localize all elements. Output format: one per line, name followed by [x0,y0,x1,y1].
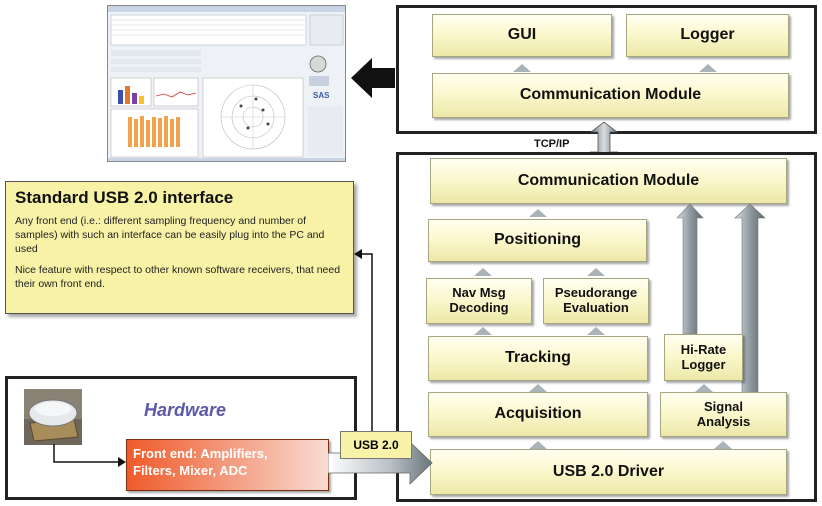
front-end-box: Front end: Amplifiers, Filters, Mixer, A… [126,439,329,491]
nav-msg-decoding-box: Nav Msg Decoding [426,278,532,324]
receiver-comm-module-box: Communication Module [430,158,787,204]
gui-screenshot: SAS [107,5,346,162]
arrow-icon [529,384,547,392]
tcpip-label: TCP/IP [534,138,570,150]
signal-analysis-line-2: Analysis [696,413,751,429]
receiver-comm-module-label: Communication Module [517,171,700,189]
arrow-icon [474,327,492,335]
usb-driver-box: USB 2.0 Driver [430,449,787,495]
hi-rate-line-1: Hi-Rate [680,341,727,357]
usb-interface-text-2: Nice feature with respect to other known… [15,263,341,290]
arrow-icon [714,441,732,449]
hardware-title: Hardware [144,400,227,420]
front-end-line-2: Filters, Mixer, ADC [133,462,248,478]
top-comm-module-box: Communication Module [432,73,789,118]
photo-to-frontend-arrow-icon [53,444,126,467]
pseudorange-line-1: Pseudorange [554,285,638,301]
arrow-icon [699,64,717,72]
logger-box: Logger [626,14,789,57]
hi-rate-logger-box: Hi-Rate Logger [664,334,743,381]
tracking-label: Tracking [505,349,571,367]
usb-interface-note: Standard USB 2.0 interface Any front end… [5,181,354,314]
usb-interface-title: Standard USB 2.0 interface [15,188,234,207]
top-comm-module-label: Communication Module [519,86,702,104]
positioning-box: Positioning [428,219,647,262]
hi-rate-line-2: Logger [681,356,726,372]
arrow-icon [474,268,492,276]
front-end-line-1: Front end: Amplifiers, [133,446,268,461]
svg-text:SAS: SAS [313,91,330,100]
arrow-icon [529,209,547,217]
gui-box: GUI [432,14,612,57]
arrow-icon [513,64,531,72]
arrow-icon [587,268,605,276]
arrow-icon [695,384,713,392]
logger-label: Logger [680,26,735,44]
nav-msg-line-2: Decoding [449,300,509,315]
positioning-label: Positioning [493,231,582,249]
acquisition-box: Acquisition [428,392,648,437]
pseudorange-line-2: Evaluation [563,300,629,315]
gui-screenshot-image: SAS [108,6,345,161]
antenna-photo [24,389,82,445]
arrow-icon [587,327,605,335]
signal-analysis-box: Signal Analysis [660,392,787,437]
nav-msg-line-1: Nav Msg [452,285,506,301]
display-arrow-icon [351,58,395,98]
usb-interface-text-1: Any front end (i.e.: different sampling … [15,215,325,256]
acquisition-label: Acquisition [494,405,582,423]
pseudorange-evaluation-box: Pseudorange Evaluation [543,278,649,324]
usb-driver-label: USB 2.0 Driver [552,462,665,480]
signal-analysis-line-1: Signal [703,398,743,414]
usb-link-label: USB 2.0 [340,431,412,459]
gui-label: GUI [507,26,537,44]
tracking-box: Tracking [428,336,648,381]
arrow-icon [529,441,547,449]
